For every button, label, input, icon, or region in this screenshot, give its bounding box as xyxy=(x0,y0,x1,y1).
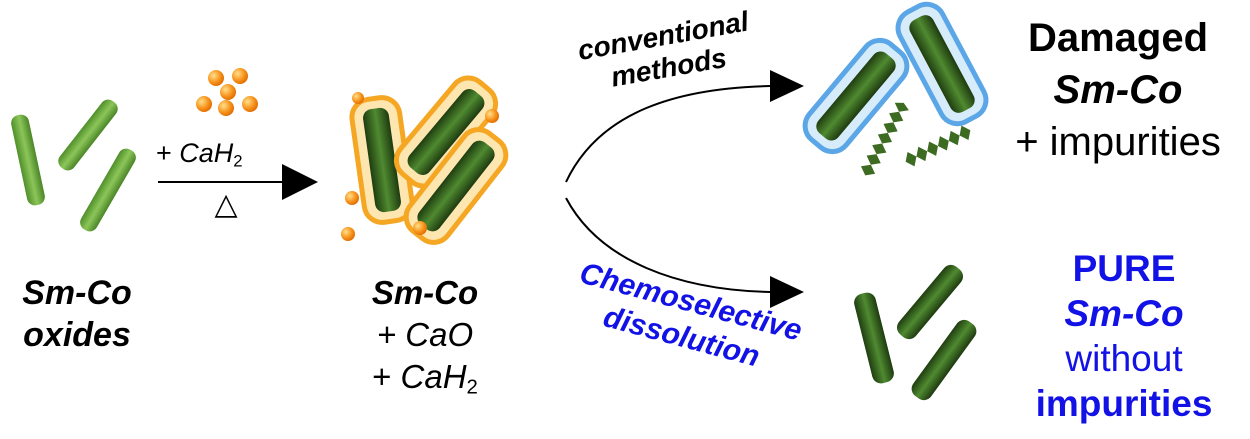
damaged-line2: Sm-Co xyxy=(1053,68,1183,112)
reagent-subscript: 2 xyxy=(233,151,243,171)
reagent-label: + CaH2 xyxy=(156,138,243,170)
oxide-rods xyxy=(11,99,136,232)
pure-line3: without xyxy=(1065,338,1183,379)
damaged-rod xyxy=(895,1,989,127)
damaged-rods xyxy=(802,1,989,155)
intermediate-label: Sm-Co + CaO + CaH2 xyxy=(330,272,520,398)
impurity-spikes xyxy=(860,102,971,176)
oxide-rod xyxy=(58,99,118,171)
intermediate-line3: + CaH2 xyxy=(330,356,520,398)
damaged-line3: + impurities xyxy=(1015,120,1221,164)
impurity-spike xyxy=(905,125,971,167)
pure-line2: Sm-Co xyxy=(1064,293,1184,334)
coated-rods xyxy=(341,75,509,245)
cah2-particles xyxy=(196,68,258,116)
conventional-route-arrow-head xyxy=(770,70,804,102)
pure-rods xyxy=(854,264,977,401)
coated-rod xyxy=(349,95,415,225)
pure-line1: PURE xyxy=(1072,248,1176,289)
heat-symbol: △ xyxy=(214,188,238,221)
intermediate-line2: + CaO xyxy=(376,316,474,353)
oxide-rod xyxy=(11,114,45,206)
chemoselective-route-arrow xyxy=(565,197,771,293)
pure-rod xyxy=(911,319,977,401)
pure-product-label: PURE Sm-Co without impurities xyxy=(1004,246,1244,426)
reagent-formula: CaH xyxy=(179,138,234,168)
start-name-line2: oxides xyxy=(23,316,131,354)
damaged-rod xyxy=(802,37,910,155)
reduction-arrow-head xyxy=(282,164,318,200)
intermediate-line3-subscript: 2 xyxy=(466,375,478,399)
intermediate-line3-formula: CaH xyxy=(400,358,467,395)
coated-rod xyxy=(403,127,509,245)
chemoselective-route-arrow-head xyxy=(770,276,804,308)
conventional-route-arrow xyxy=(565,85,771,183)
intermediate-name: Sm-Co xyxy=(371,274,479,311)
pure-rod xyxy=(896,264,964,340)
damaged-product-label: Damaged Sm-Co + impurities xyxy=(990,12,1246,168)
start-label: Sm-Co oxides xyxy=(2,272,152,356)
reagent-prefix: + xyxy=(156,138,180,168)
intermediate-line3-prefix: + xyxy=(372,358,401,395)
oxide-rod xyxy=(80,148,136,232)
pure-line4: impurities xyxy=(1035,383,1213,424)
impurity-spike xyxy=(860,102,909,176)
pure-rod xyxy=(854,292,894,384)
damaged-line1: Damaged xyxy=(1027,16,1209,60)
start-name-line1: Sm-Co xyxy=(22,274,132,312)
